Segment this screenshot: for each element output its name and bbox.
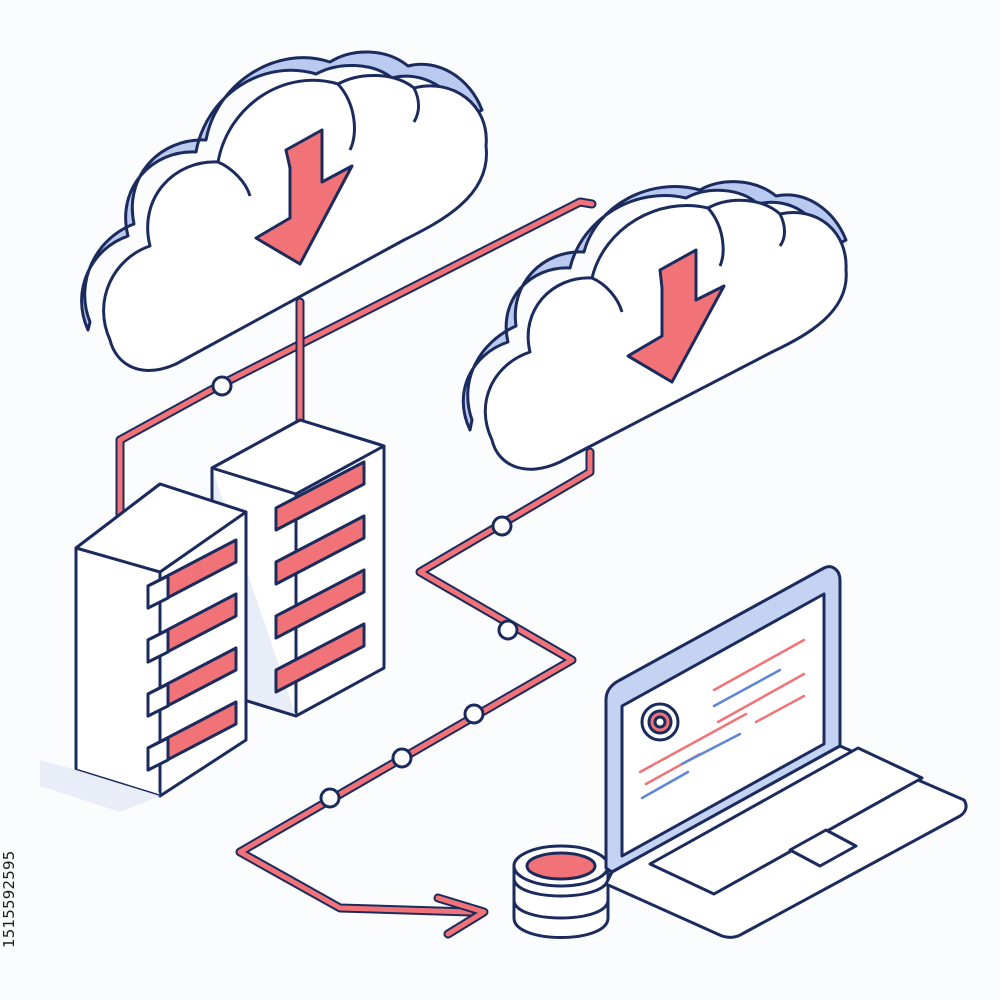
connector-node [319, 787, 341, 809]
connector-node [497, 619, 519, 641]
connection-lines [115, 197, 597, 939]
stock-id-label: 1515592595 [0, 850, 18, 948]
cloud-left [80, 50, 488, 372]
connector-node [391, 747, 413, 769]
drive-bay [274, 460, 366, 694]
connector-node [211, 375, 233, 397]
connector-node [491, 515, 513, 537]
download-arrow-icon [254, 128, 354, 266]
server-rack-front [74, 482, 248, 798]
server-rack-back [210, 418, 386, 718]
database-stack-icon [512, 844, 610, 939]
download-arrow-icon [626, 248, 726, 384]
connector-node [463, 703, 485, 725]
dashboard-screen [638, 638, 806, 800]
laptop-icon [604, 565, 968, 939]
server-shadow [40, 760, 160, 812]
cloud-right [461, 180, 848, 471]
